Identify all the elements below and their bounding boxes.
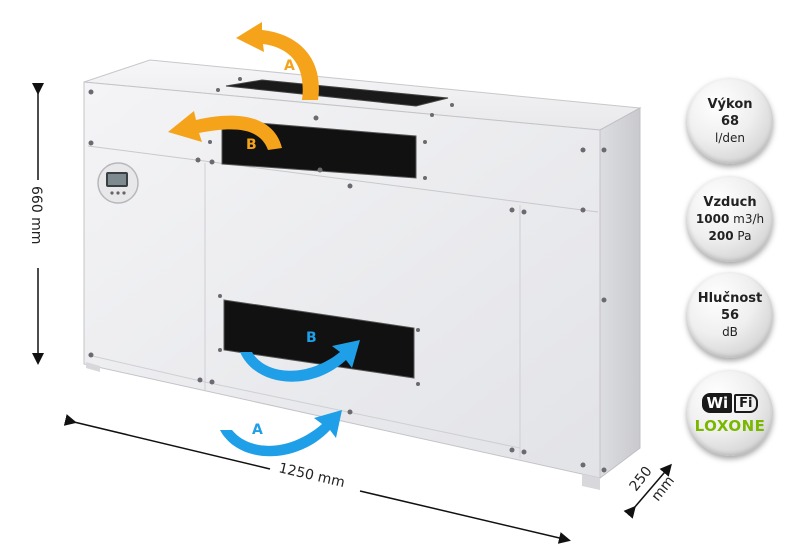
noise-value: 56 <box>720 307 740 323</box>
airflow-flow: 1000 m3/h <box>695 211 765 226</box>
width-dimension-line <box>359 490 571 544</box>
loxone-logo: LOXONE <box>694 417 766 435</box>
depth-dimension-unit: mm <box>649 473 678 504</box>
panel-seam <box>87 145 599 213</box>
screws <box>88 77 607 473</box>
depth-dimension-line <box>623 463 672 519</box>
noise-unit: dB <box>722 324 738 339</box>
wifi-logo-icon: Wi Fi <box>702 393 758 413</box>
arrow-b-upper-icon <box>168 111 282 150</box>
arrow-b-lower-icon <box>240 340 360 382</box>
arrow-a-top-icon <box>236 22 319 100</box>
width-dimension-label: 1250 mm <box>277 460 346 491</box>
performance-value: 68 <box>720 113 740 129</box>
noise-badge: Hlučnost 56 dB <box>687 272 773 358</box>
cabinet-foot <box>582 474 600 490</box>
airflow-pressure: 200 Pa <box>708 228 752 243</box>
performance-unit: l/den <box>715 130 745 145</box>
noise-title: Hlučnost <box>697 290 763 306</box>
top-air-opening <box>225 79 449 107</box>
arrow-b-lower-label: B <box>306 330 317 346</box>
arrow-b-upper-label: B <box>246 137 257 153</box>
cabinet-foot <box>86 362 100 372</box>
arrow-a-top-label: A <box>284 58 295 74</box>
connectivity-badge: Wi Fi LOXONE <box>687 370 773 456</box>
performance-badge: Výkon 68 l/den <box>687 78 773 164</box>
height-dimension-label: 660 mm <box>28 186 44 244</box>
arrow-a-bottom-icon <box>220 410 342 457</box>
lower-air-opening <box>223 299 415 379</box>
control-panel <box>97 162 139 204</box>
airflow-badge: Vzduch 1000 m3/h 200 Pa <box>687 176 773 262</box>
wifi-logo-fi: Fi <box>734 393 758 413</box>
arrow-a-bottom-label: A <box>252 422 263 438</box>
cabinet-side <box>599 107 641 479</box>
wifi-logo-wi: Wi <box>702 393 733 413</box>
performance-title: Výkon <box>707 96 753 112</box>
airflow-title: Vzduch <box>703 194 757 210</box>
panel-seam <box>87 354 521 449</box>
width-dimension-line <box>63 414 271 470</box>
